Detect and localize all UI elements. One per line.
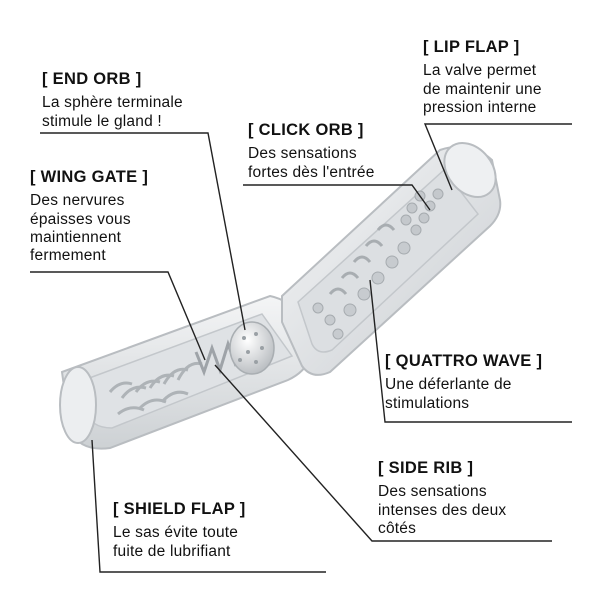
callout-lip-flap: [ LIP FLAP ] La valve permet de mainteni…	[423, 38, 542, 117]
device-right-half	[281, 142, 502, 376]
callout-shield-flap: [ SHIELD FLAP ] Le sas évite toute fuite…	[113, 500, 246, 561]
callout-end-orb: [ END ORB ] La sphère terminale stimule …	[42, 70, 183, 131]
callout-lip-flap-desc: La valve permet de maintenir une pressio…	[423, 62, 542, 117]
lip-flap-cap	[443, 142, 497, 198]
callout-quattro-wave: [ QUATTRO WAVE ] Une déferlante de stimu…	[385, 352, 542, 413]
leader-shield-flap	[91, 439, 326, 573]
callout-end-orb-title: [ END ORB ]	[42, 70, 142, 88]
leader-wing-gate	[30, 271, 206, 361]
quattro-wave-bumps	[312, 241, 411, 340]
callout-click-orb-title: [ CLICK ORB ]	[248, 121, 364, 139]
callout-click-orb-desc: Des sensations fortes dès l'entrée	[248, 145, 375, 181]
leader-lip-flap	[423, 123, 572, 191]
leader-lines	[30, 123, 572, 573]
callout-shield-flap-desc: Le sas évite toute fuite de lubrifiant	[113, 524, 239, 560]
callout-side-rib-desc: Des sensations intenses des deux côtés	[378, 483, 507, 538]
callout-quattro-wave-desc: Une déferlante de stimulations	[385, 376, 512, 412]
callout-wing-gate: [ WING GATE ] Des nervures épaisses vous…	[30, 168, 148, 266]
callout-wing-gate-title: [ WING GATE ]	[30, 168, 149, 186]
callout-quattro-wave-title: [ QUATTRO WAVE ]	[385, 352, 543, 370]
callout-end-orb-desc: La sphère terminale stimule le gland !	[42, 94, 183, 130]
leader-end-orb	[40, 132, 246, 331]
leader-side-rib	[214, 364, 552, 542]
click-orb-bumps	[400, 188, 444, 236]
leader-quattro-wave	[369, 279, 572, 423]
callout-wing-gate-desc: Des nervures épaisses vous maintiennent …	[30, 192, 131, 265]
callout-lip-flap-title: [ LIP FLAP ]	[423, 38, 520, 56]
callout-side-rib: [ SIDE RIB ] Des sensations intenses des…	[378, 459, 506, 538]
shield-flap-cap	[59, 366, 97, 444]
quattro-wave-ridges	[328, 223, 396, 295]
leader-click-orb	[243, 184, 431, 211]
callout-click-orb: [ CLICK ORB ] Des sensations fortes dès …	[248, 121, 375, 182]
end-orb	[229, 321, 275, 375]
callout-side-rib-title: [ SIDE RIB ]	[378, 459, 474, 477]
device-left-half	[59, 294, 312, 450]
callout-shield-flap-title: [ SHIELD FLAP ]	[113, 500, 246, 518]
